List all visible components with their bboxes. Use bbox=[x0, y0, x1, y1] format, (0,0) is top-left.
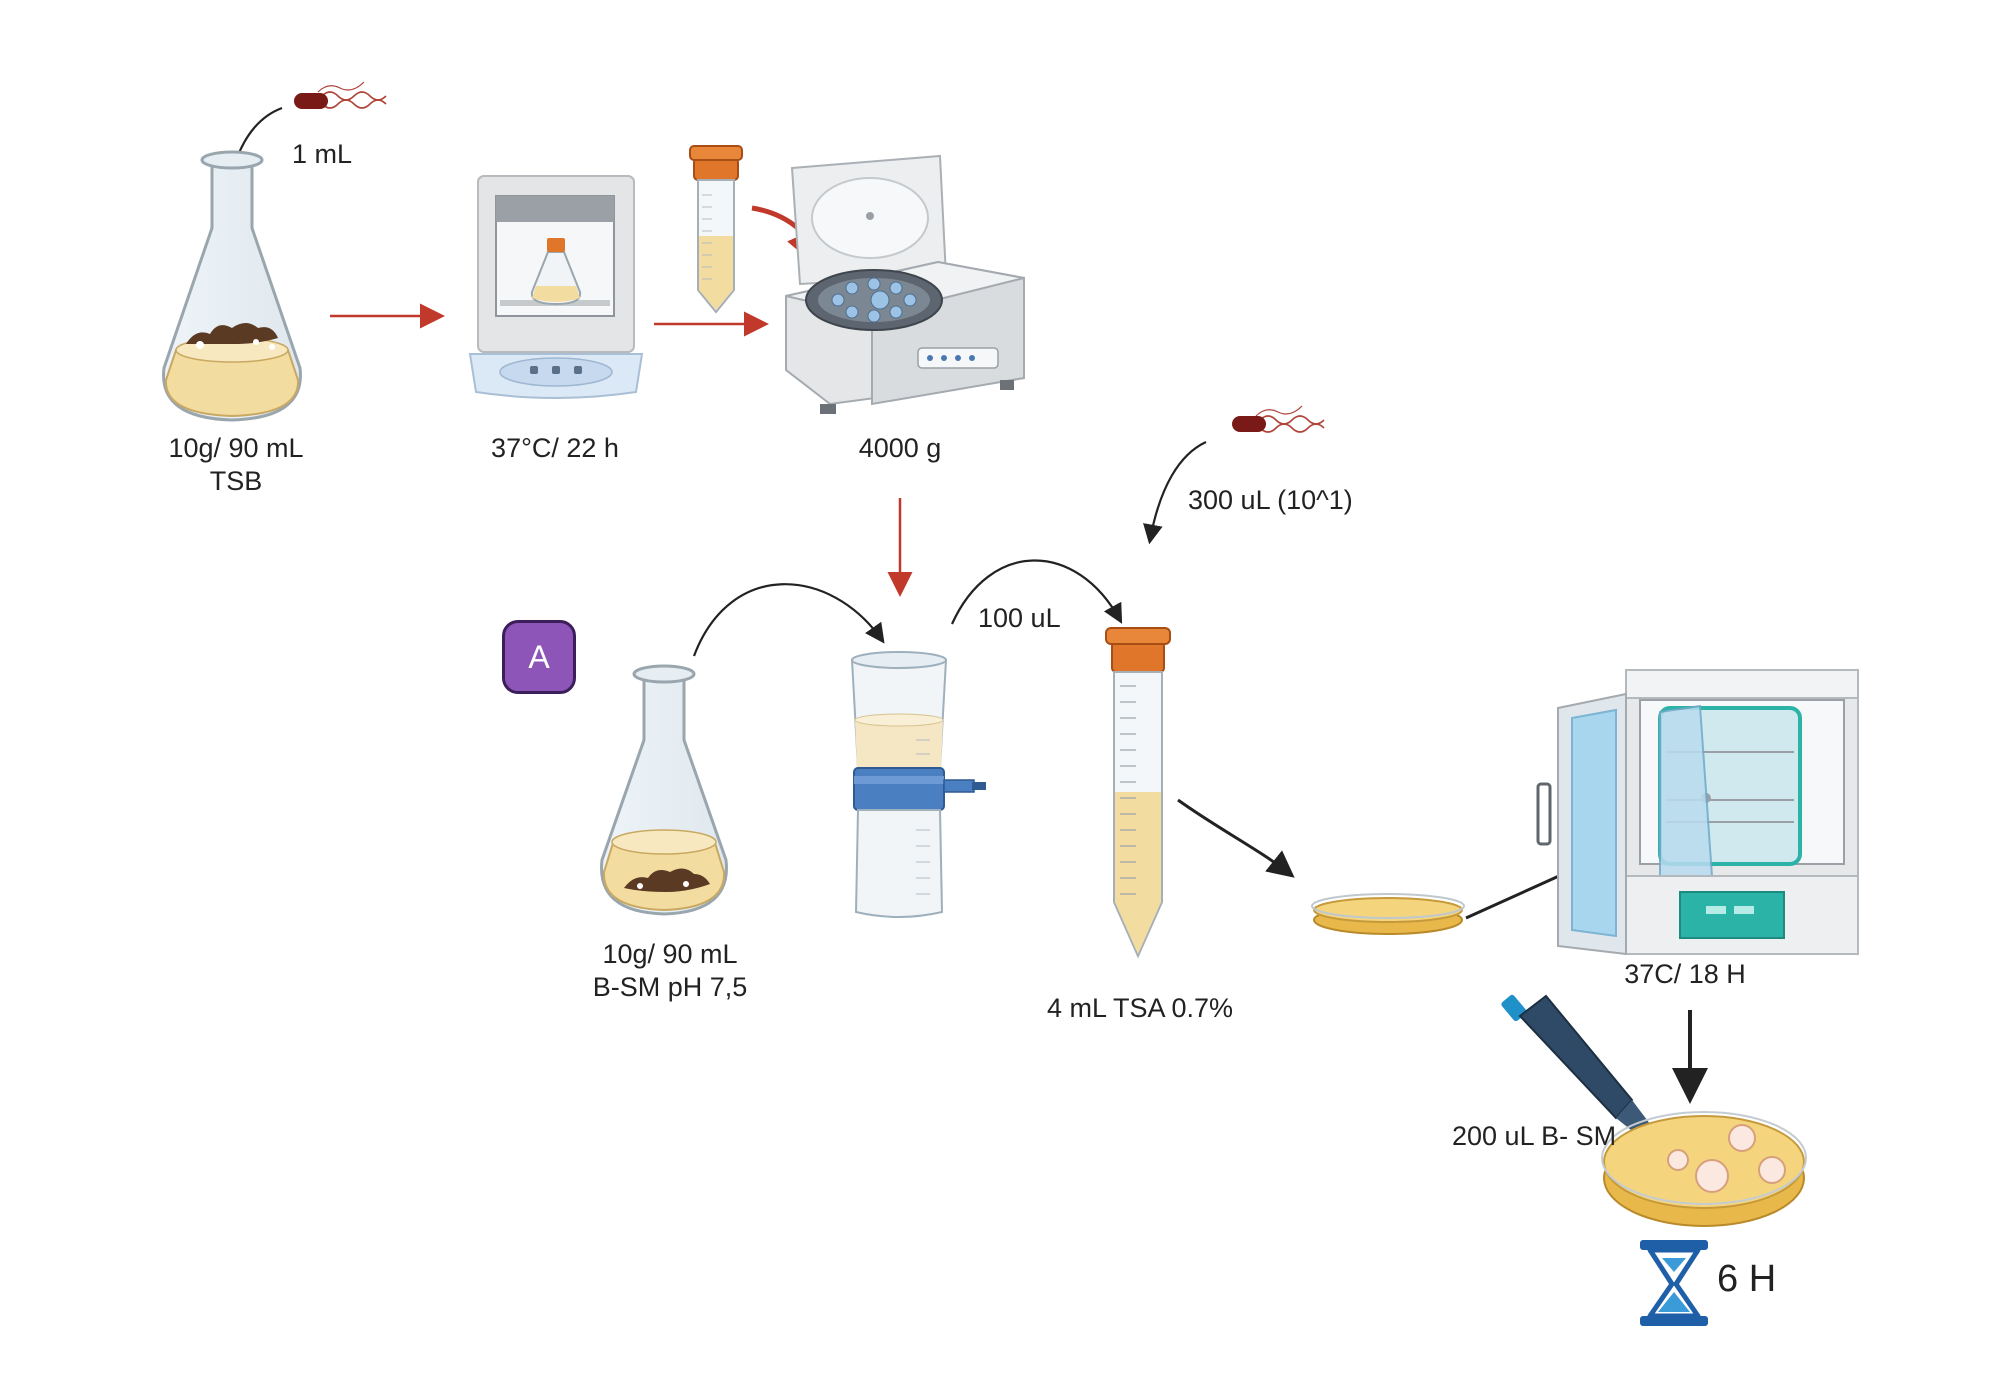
arrow-flask-to-filter bbox=[692, 583, 885, 657]
falcon-tube-icon bbox=[689, 145, 743, 314]
soil-tsb-label-line2: TSB bbox=[209, 466, 263, 496]
soil-bsm-label-line2: B-SM pH 7,5 bbox=[592, 972, 748, 1002]
phage-volume-label: 300 uL (10^1) bbox=[1188, 485, 1353, 515]
arrow-tube-to-dish bbox=[1177, 798, 1295, 878]
bacterium-icon bbox=[1232, 405, 1325, 433]
flask-icon bbox=[162, 150, 302, 422]
centrifuge-icon bbox=[785, 154, 1025, 414]
panel-badge: A bbox=[502, 620, 576, 694]
filtrate-volume-label: 100 uL bbox=[978, 603, 1061, 633]
wait-time-label: 6 H bbox=[1717, 1258, 1777, 1300]
hourglass-icon bbox=[1640, 1240, 1708, 1326]
incubator-icon bbox=[468, 175, 644, 399]
flask-icon bbox=[600, 664, 728, 916]
falcon-tube-icon bbox=[1105, 627, 1171, 959]
phage-addition-arrow bbox=[1143, 441, 1207, 545]
soil-bsm-label-line1: 10g/ 90 mL bbox=[602, 939, 738, 969]
bacterium-icon bbox=[294, 81, 387, 109]
arrow-filter-to-tube bbox=[950, 559, 1123, 625]
soil-bsm-label: 10g/ 90 mL B-SM pH 7,5 bbox=[560, 938, 780, 1004]
lab-incubator-icon bbox=[1536, 669, 1859, 956]
vacuum-filter-icon bbox=[850, 651, 986, 918]
centrifuge-speed-label: 4000 g bbox=[858, 433, 942, 463]
soil-tsb-label: 10g/ 90 mL TSB bbox=[136, 432, 336, 498]
petri-dish-icon bbox=[1601, 1111, 1807, 1227]
soft-agar-label: 4 mL TSA 0.7% bbox=[1046, 993, 1234, 1023]
incubation-2-label: 37C/ 18 H bbox=[1624, 959, 1746, 989]
buffer-volume-label: 200 uL B- SM bbox=[1452, 1121, 1617, 1151]
soil-tsb-label-line1: 10g/ 90 mL bbox=[168, 433, 304, 463]
incubation-1-label: 37°C/ 22 h bbox=[491, 433, 619, 463]
inoculum-volume-label: 1 mL bbox=[292, 139, 353, 169]
petri-dish-icon bbox=[1311, 893, 1465, 935]
